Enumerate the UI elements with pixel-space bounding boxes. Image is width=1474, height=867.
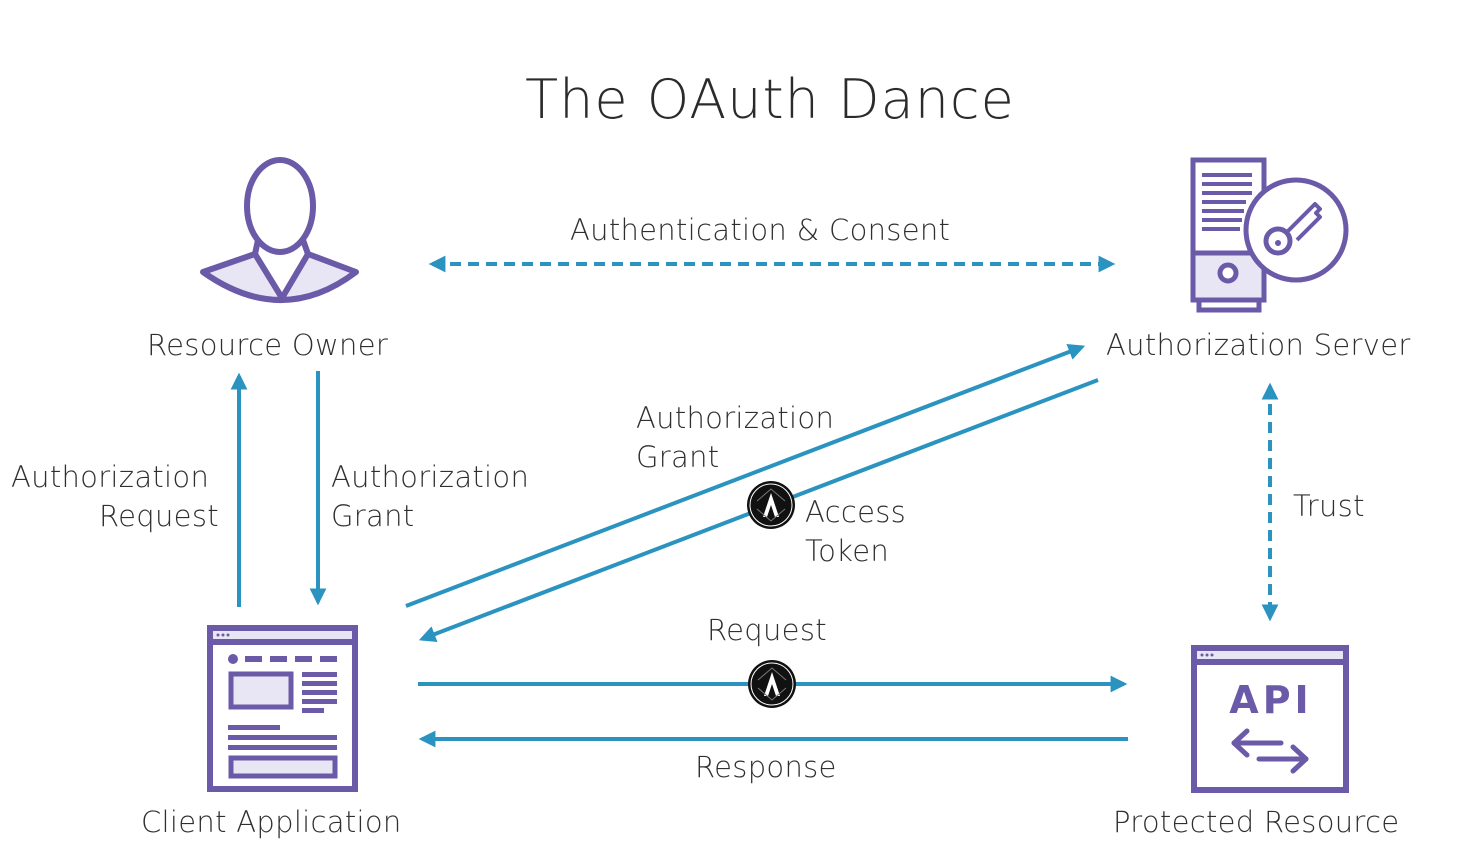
auth-consent-label: Authentication & Consent bbox=[570, 213, 951, 247]
trust-label: Trust bbox=[1293, 489, 1365, 523]
api-icon-text: API bbox=[1229, 678, 1312, 722]
auth-grant-left-label-2: Grant bbox=[331, 499, 415, 533]
auth-grant-diag-label-2: Grant bbox=[636, 440, 720, 474]
arrow-auth-grant-diag bbox=[405, 343, 1086, 608]
server-key-icon bbox=[1190, 157, 1349, 313]
auth-grant-left-label-1: Authorization bbox=[331, 460, 530, 494]
resource-owner-label: Resource Owner bbox=[147, 328, 389, 362]
access-token-label-1: Access bbox=[805, 495, 907, 529]
authorization-server-label: Authorization Server bbox=[1106, 328, 1411, 362]
client-application-label: Client Application bbox=[141, 805, 402, 839]
response-label: Response bbox=[695, 750, 837, 784]
auth-grant-diag-label-1: Authorization bbox=[636, 401, 835, 435]
api-icon: API bbox=[1191, 645, 1349, 793]
diagram-title: The OAuth Dance bbox=[525, 68, 1015, 131]
oauth-badge-access-token bbox=[747, 481, 795, 529]
request-label: Request bbox=[707, 613, 827, 647]
person-icon bbox=[200, 157, 359, 303]
protected-resource-label: Protected Resource bbox=[1113, 805, 1400, 839]
auth-request-label-2: Request bbox=[99, 499, 219, 533]
auth-request-label-1: Authorization bbox=[11, 460, 210, 494]
oauth-badge-request bbox=[748, 660, 796, 708]
web-page-icon bbox=[207, 625, 358, 792]
access-token-label-2: Token bbox=[805, 534, 890, 568]
